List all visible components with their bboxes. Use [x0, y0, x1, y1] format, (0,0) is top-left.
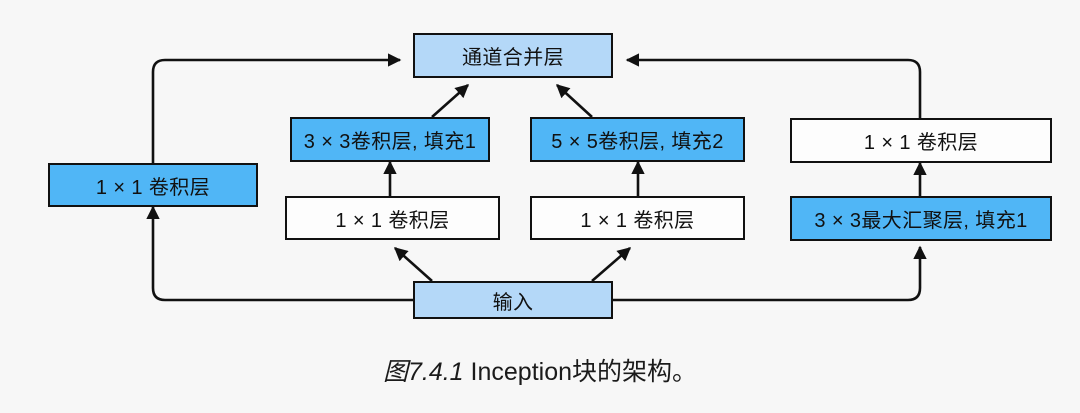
node-branch2-conv1x1[interactable]: 1 × 1 卷积层	[285, 196, 500, 240]
edge-branch4-to-concat	[625, 53, 922, 118]
node-branch3-conv5x5[interactable]: 5 × 5卷积层, 填充2	[530, 117, 745, 162]
node-branch4-maxpool-label: 3 × 3最大汇聚层, 填充1	[814, 210, 1028, 232]
node-branch4-conv1x1[interactable]: 1 × 1 卷积层	[790, 118, 1052, 163]
figure-caption-number: 7.4.1	[407, 358, 464, 386]
edge-input-to-branch4	[613, 245, 927, 302]
node-branch2-conv1x1-label: 1 × 1 卷积层	[335, 209, 450, 232]
figure-caption: 图7.4.1 Inception块的架构。	[0, 352, 1080, 388]
node-branch2-conv3x3[interactable]: 3 × 3卷积层, 填充1	[290, 117, 490, 162]
node-branch4-maxpool[interactable]: 3 × 3最大汇聚层, 填充1	[790, 196, 1052, 241]
edge-branch1-to-concat	[151, 53, 402, 163]
node-branch2-conv3x3-label: 3 × 3卷积层, 填充1	[303, 131, 477, 153]
figure-caption-prefix: 图	[382, 358, 408, 386]
edge-input-to-branch2	[393, 247, 433, 282]
figure-caption-text: Inception块的架构。	[470, 358, 698, 386]
node-concat[interactable]: 通道合并层	[413, 33, 613, 78]
edge-branch3-to-concat	[556, 84, 593, 118]
node-branch1-conv1x1[interactable]: 1 × 1 卷积层	[48, 163, 258, 207]
node-input[interactable]: 输入	[413, 281, 613, 319]
edge-branch2-to-concat	[431, 84, 470, 118]
node-branch3-conv1x1[interactable]: 1 × 1 卷积层	[530, 196, 745, 240]
node-branch4-conv1x1-label: 1 × 1 卷积层	[863, 132, 979, 154]
node-branch3-conv1x1-label: 1 × 1 卷积层	[580, 209, 695, 232]
node-concat-label: 通道合并层	[462, 47, 564, 69]
node-input-label: 输入	[492, 291, 534, 314]
edge-input-to-branch3	[591, 247, 632, 282]
node-branch1-conv1x1-label: 1 × 1 卷积层	[95, 176, 211, 199]
edge-input-to-branch1	[146, 205, 413, 302]
node-branch3-conv5x5-label: 5 × 5卷积层, 填充2	[551, 131, 724, 153]
